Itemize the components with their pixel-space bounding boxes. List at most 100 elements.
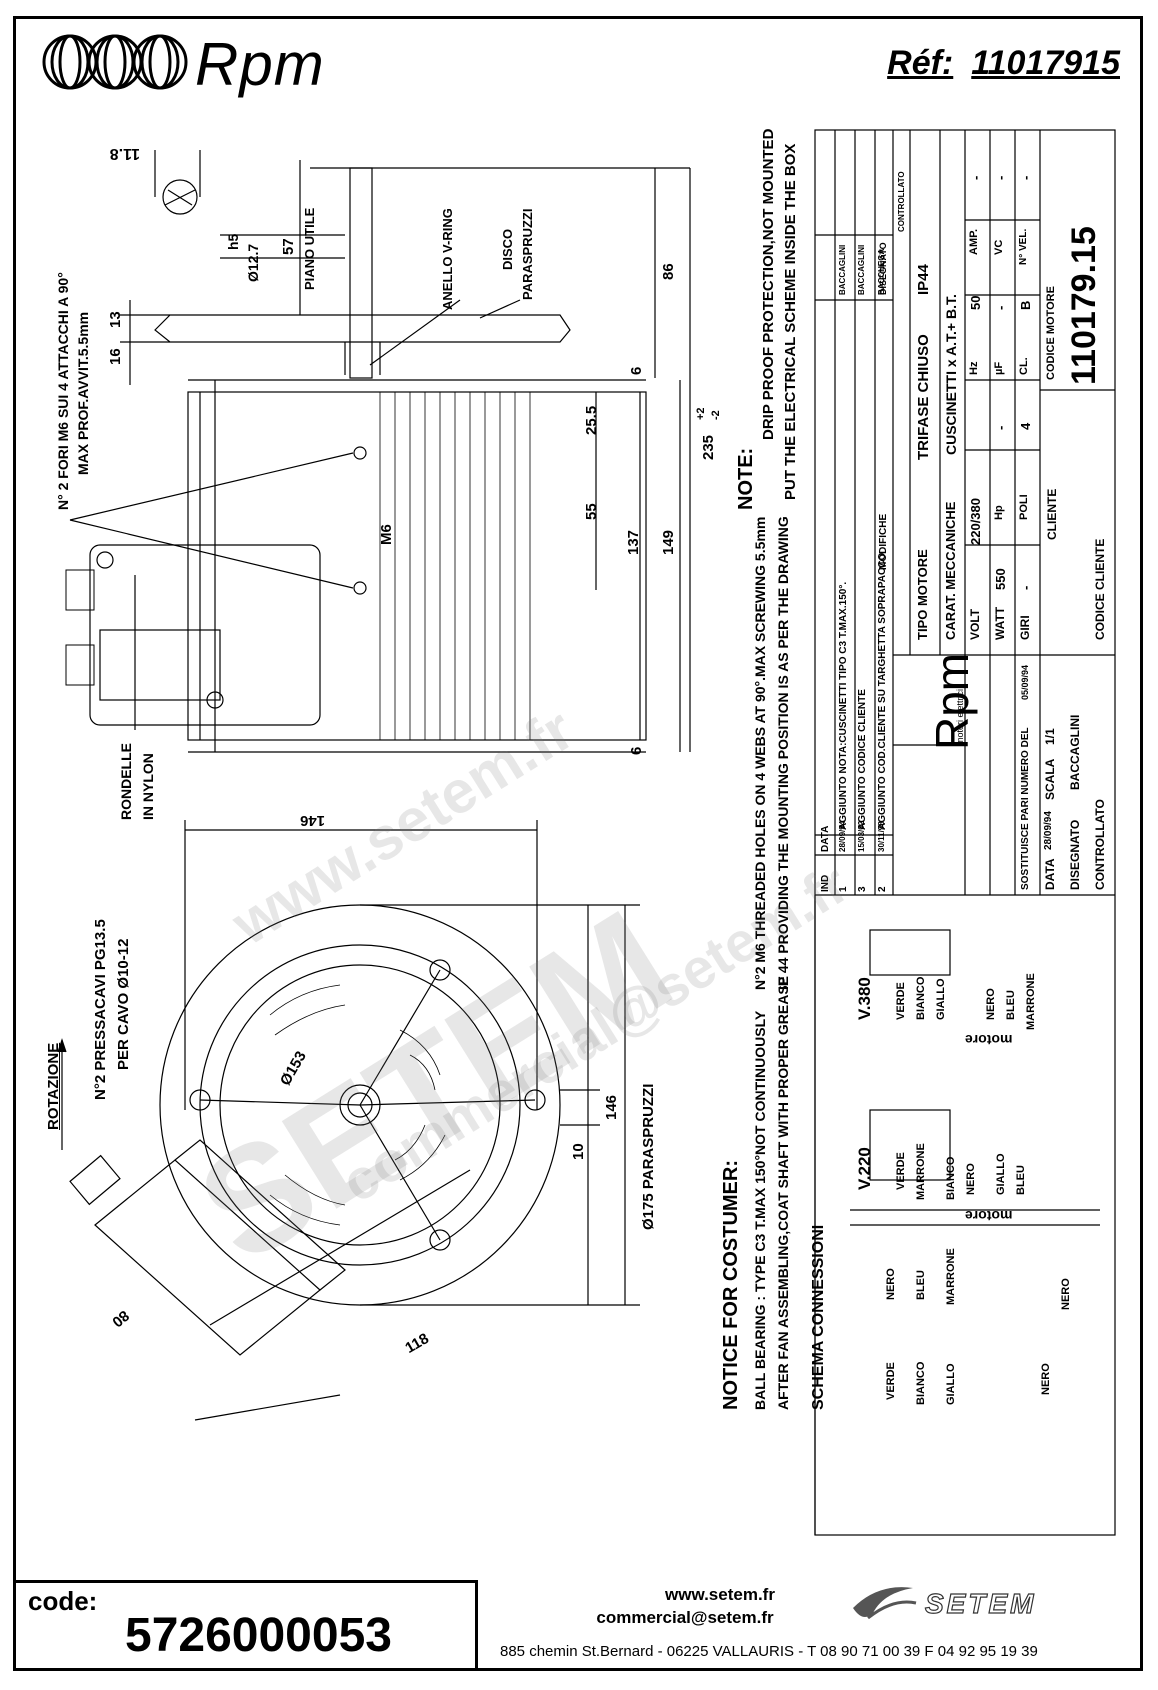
setem-logo: SETEM — [924, 1587, 1037, 1619]
note-title: NOTE: — [735, 447, 757, 510]
rev1-text: AGGIUNTO NOTA:CUSCINETTI TIPO C3 T.MAX.1… — [838, 581, 849, 830]
tb-logo-sub: motori elettrici — [955, 688, 965, 745]
tipo-motore: TRIFASE CHIUSO — [915, 334, 932, 460]
motore-label-380: motore — [965, 1032, 1013, 1048]
volt-label: VOLT — [968, 608, 982, 640]
in-nylon-label: IN NYLON — [140, 753, 156, 820]
schema-title: SCHEMA CONNESSIONI — [810, 1224, 827, 1410]
watt-value: 550 — [993, 568, 1008, 590]
rev-col-controllato: CONTROLLATO — [897, 171, 906, 232]
controllato-label: CONTROLLATO — [1093, 799, 1107, 890]
poli-value: 4 — [1018, 422, 1033, 430]
notice-line-2: AFTER FAN ASSEMBLING,COAT SHAFT WITH PRO… — [775, 975, 791, 1410]
nvel-label: N° VEL. — [1018, 228, 1029, 265]
dim-shaft-dia: Ø12.7 — [245, 243, 261, 282]
dim-235: 235 — [700, 434, 717, 460]
paraspruzzi-label: PARASPRUZZI — [520, 208, 535, 300]
wire-nero-220: NERO — [965, 1163, 977, 1195]
motor-body — [187, 391, 647, 741]
dim-shaft-tol: h5 — [225, 233, 241, 250]
data-value: 28/09/94 — [1043, 811, 1054, 850]
max-prof-label: MAX PROF.AVVIT.5.5mm — [75, 311, 91, 475]
vc-value: - — [993, 175, 1008, 180]
poli-label: POLI — [1018, 494, 1030, 520]
ref-label: Réf: — [887, 44, 954, 82]
per-cavo-label: PER CAVO Ø10-12 — [115, 938, 132, 1070]
v220-label: V.220 — [855, 1147, 874, 1190]
ref-value: 11017915 — [971, 44, 1120, 82]
wire-giallo-pe: GIALLO — [945, 1363, 957, 1405]
dim-25-5: 25.5 — [583, 405, 600, 435]
rondelle-label: RONDELLE — [118, 743, 134, 820]
dim-137: 137 — [625, 529, 642, 555]
scala-value: 1/1 — [1043, 728, 1057, 745]
carat-value: CUSCINETTI x A.T.+ B.T. — [943, 294, 959, 455]
reference: Réf: 11017915 — [887, 44, 1120, 83]
rotazione-label: ROTAZIONE — [45, 1042, 62, 1130]
dim-tol-plus: +2 — [695, 407, 707, 420]
brand-name: Rpm — [195, 31, 325, 98]
nero-left: NERO — [1040, 1363, 1052, 1395]
pressacavi-label: N°2 PRESSACAVI PG13.5 — [92, 919, 109, 1100]
rev2-ind: 2 — [877, 886, 888, 892]
rev2-text: AGGIUNTO COD.CLIENTE SU TARGHETTA SOPRAP… — [877, 552, 888, 830]
amp-label: AMP. — [968, 228, 980, 255]
drawing-sheet — [13, 16, 1143, 1671]
dim-6-bottom: 6 — [628, 746, 645, 755]
nvel-value: - — [1018, 175, 1033, 180]
uf-value: - — [993, 305, 1008, 310]
wire-marrone-380: MARRONE — [1025, 973, 1037, 1030]
dim-tol-minus: -2 — [710, 410, 722, 420]
sostituisce-date: 05/09/94 — [1020, 664, 1030, 700]
email-link[interactable]: commercial@setem.fr — [596, 1608, 774, 1627]
dim-149: 149 — [660, 529, 677, 555]
uf-label: µF — [993, 361, 1005, 375]
codice-motore: 110179.15 — [1065, 226, 1103, 385]
tb-logo: Rpm — [926, 652, 978, 750]
dim-6-top: 6 — [628, 366, 645, 375]
code-label: code: — [28, 1586, 98, 1616]
cliente-label: CLIENTE — [1045, 488, 1059, 540]
dim-146-side: 146 — [603, 1094, 620, 1120]
hp-label: Hp — [993, 505, 1005, 520]
hz-label: Hz — [968, 361, 980, 375]
note-line-2: PUT THE ELECTRICAL SCHEME INSIDE THE BOX — [782, 143, 799, 500]
setem-swoosh-icon — [853, 1587, 917, 1620]
wire-bianco-220: BIANCO — [945, 1156, 957, 1200]
code-box — [13, 1580, 478, 1671]
wire-giallo-220: GIALLO — [995, 1153, 1007, 1195]
address: 885 chemin St.Bernard - 06225 VALLAURIS … — [500, 1643, 1038, 1660]
dim-shaft-flat: 11.8 — [109, 145, 140, 162]
disegnato-label: DISEGNATO — [1068, 819, 1082, 890]
volt-value: 220/380 — [968, 498, 983, 545]
dim-16: 16 — [107, 348, 124, 365]
dim-86: 86 — [660, 263, 677, 280]
rev1-by: BACCAGLINI — [838, 244, 847, 295]
website-link[interactable]: www.setem.fr — [665, 1585, 775, 1604]
code-value: 5726000053 — [125, 1609, 392, 1662]
ip-rating: IP44 — [915, 264, 932, 295]
watt-label: WATT — [993, 606, 1007, 640]
wire-bianco-pe: BIANCO — [915, 1361, 927, 1405]
rev3-ind: 3 — [857, 886, 868, 892]
cl-label: CL. — [1018, 357, 1030, 375]
giri-label: GIRI — [1018, 615, 1032, 640]
dim-57: 57 — [280, 238, 297, 255]
rev3-text: AGGIUNTO CODICE CLIENTE — [857, 689, 868, 830]
fori-label: N° 2 FORI M6 SUI 4 ATTACCHI A 90° — [55, 272, 71, 510]
wire-giallo-380: GIALLO — [935, 978, 947, 1020]
dim-m6: M6 — [378, 524, 395, 545]
wire-verde-220: VERDE — [895, 1152, 907, 1190]
rev2-by: BACCHEGA — [877, 248, 886, 295]
sostituisce-label: SOSTITUISCE PARI NUMERO DEL — [1020, 727, 1031, 890]
data-label: DATA — [1043, 858, 1057, 890]
disegnato-value: BACCAGLINI — [1068, 714, 1082, 790]
hp-value: - — [993, 425, 1008, 430]
cl-value: B — [1018, 300, 1033, 310]
wire-nero-pe: NERO — [885, 1268, 897, 1300]
scala-label: SCALA — [1043, 758, 1057, 800]
codice-motore-label: CODICE MOTORE — [1045, 286, 1057, 380]
wire-bleu-380: BLEU — [1005, 990, 1017, 1020]
wire-verde-pe: VERDE — [885, 1362, 897, 1400]
